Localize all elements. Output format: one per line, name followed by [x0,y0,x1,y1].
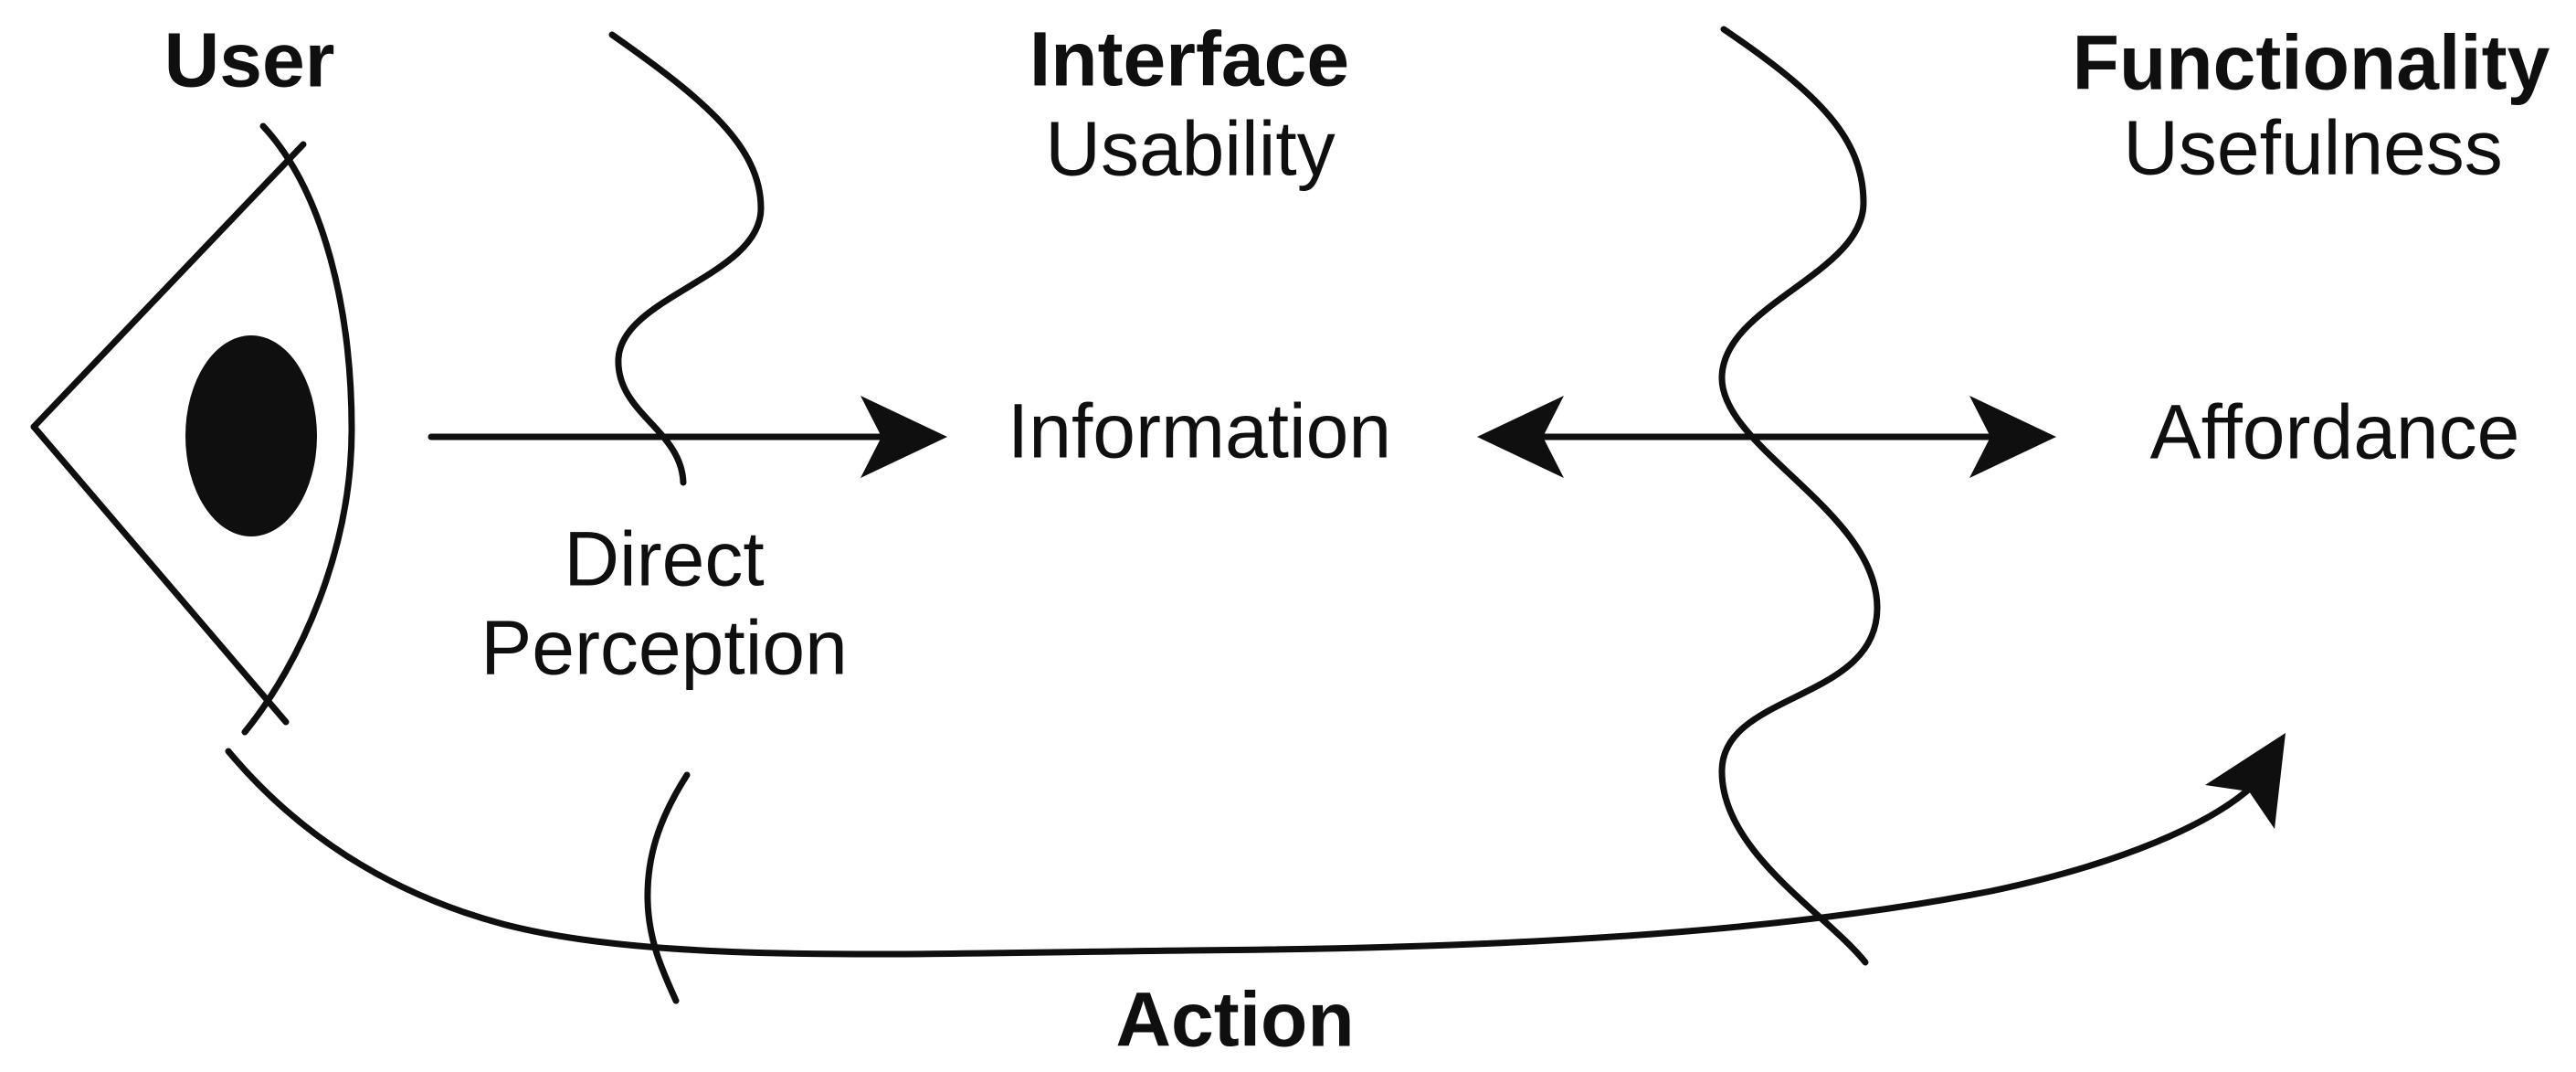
action-arrow-shaft [225,748,2256,958]
action-arrowhead [2205,733,2286,829]
eye-icon [30,122,355,736]
eye-lash-arc [241,122,355,736]
functionality-boundary-wave [1718,26,1881,966]
information-affordance-arrowhead-right [1969,396,2056,478]
functionality-subtitle: Usefulness [2123,104,2503,191]
interface-boundary-wave [608,31,765,486]
action-arrow [225,733,2286,958]
information-affordance-arrowhead-left [1477,396,1564,478]
affordance-node-label: Affordance [2149,388,2520,475]
action-crossing-arc [644,771,691,1004]
eye-top-lid-line [30,141,307,430]
information-affordance-arrow [1477,396,2056,478]
interface-title: Interface [1029,16,1350,102]
functionality-title: Functionality [2072,19,2550,106]
direct-perception-label-line2: Perception [480,604,848,690]
direct-perception-label: Direct Perception [480,515,848,691]
user-title: User [164,16,335,103]
direct-perception-arrowhead [860,396,947,478]
eye-bottom-lid-line [30,423,290,726]
eye-pupil [185,335,317,536]
information-node-label: Information [1007,387,1392,474]
direct-perception-arrow [428,396,947,478]
action-label: Action [1115,976,1355,1063]
direct-perception-label-line1: Direct [564,515,765,602]
interface-subtitle: Usability [1045,105,1336,192]
